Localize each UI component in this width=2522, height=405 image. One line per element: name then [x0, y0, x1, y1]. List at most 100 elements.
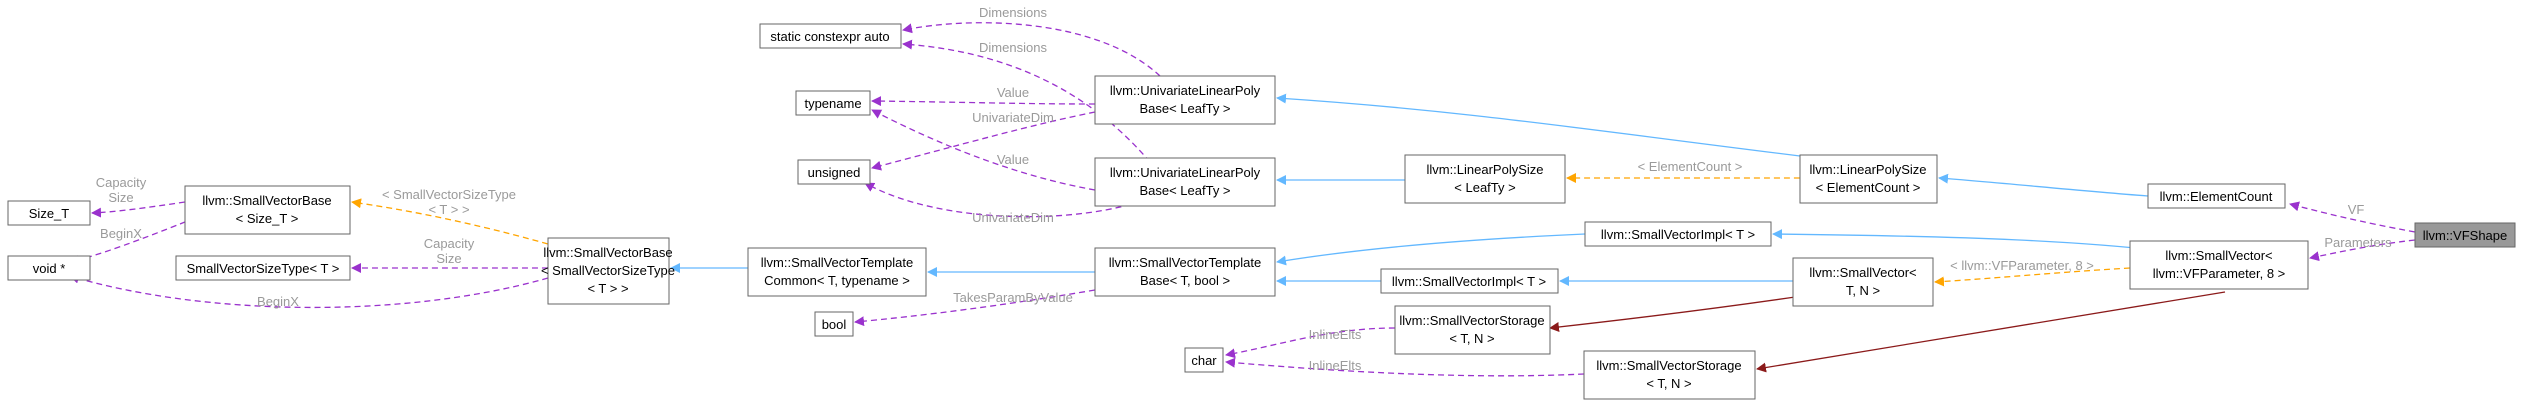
edge-label-capacity-2-line2: Size	[436, 251, 461, 266]
edge-label-vfparameter-tpl: < llvm::VFParameter, 8 >	[1950, 258, 2094, 273]
edge-label-element-count-tpl: < ElementCount >	[1638, 159, 1743, 174]
node-small-vector-base-generic-line3: < T > >	[587, 281, 628, 296]
node-small-vector-impl-mid[interactable]: llvm::SmallVectorImpl< T >	[1380, 268, 1559, 294]
edge-label-univariate-dim-2: UnivariateDim	[972, 210, 1054, 225]
node-linear-poly-size-ec-line2: < ElementCount >	[1816, 180, 1921, 195]
node-small-vector-storage-mid-line1: llvm::SmallVectorStorage	[1399, 313, 1544, 328]
edge-label-parameters: Parameters	[2324, 235, 2392, 250]
edge-label-vf: VF	[2348, 202, 2365, 217]
edge-elementcount-to-linearpolysize-ec	[1938, 173, 2149, 197]
node-small-vector-tn-line2: T, N >	[1846, 283, 1880, 298]
node-small-vector-tn[interactable]: llvm::SmallVector< T, N >	[1792, 257, 1934, 307]
node-small-vector-storage-mid[interactable]: llvm::SmallVectorStorage < T, N >	[1394, 305, 1551, 355]
edge-vf	[2289, 201, 2416, 233]
edge-label-svst-line1: < SmallVectorSizeType	[382, 187, 516, 202]
node-vfshape-label: llvm::VFShape	[2423, 228, 2508, 243]
node-size-t[interactable]: Size_T	[7, 200, 91, 226]
edge-inline-elts-2	[1225, 357, 1585, 377]
node-univariate-top[interactable]: llvm::UnivariateLinearPoly Base< LeafTy …	[1094, 75, 1276, 125]
node-small-vector-impl-right-label: llvm::SmallVectorImpl< T >	[1601, 227, 1755, 242]
edge-smallvector-vfparam-to-tn	[1934, 267, 2131, 287]
edge-label-value-2: Value	[997, 152, 1029, 167]
edge-begin-x-2	[69, 273, 549, 309]
node-small-vector-impl-right[interactable]: llvm::SmallVectorImpl< T >	[1584, 221, 1772, 247]
node-small-vector-impl-mid-label: llvm::SmallVectorImpl< T >	[1392, 274, 1546, 289]
edge-univariate-dim-2	[864, 182, 1151, 218]
node-linear-poly-size-ec[interactable]: llvm::LinearPolySize < ElementCount >	[1799, 154, 1938, 204]
node-small-vector-storage-bottom[interactable]: llvm::SmallVectorStorage < T, N >	[1583, 350, 1756, 400]
node-small-vector-template-common-line2: Common< T, typename >	[764, 273, 910, 288]
node-small-vector-storage-bottom-line2: < T, N >	[1646, 376, 1691, 391]
node-size-t-label: Size_T	[29, 206, 70, 221]
node-small-vector-base-generic-line1: llvm::SmallVectorBase	[543, 245, 672, 260]
edge-label-value-1: Value	[997, 85, 1029, 100]
node-typename-label: typename	[804, 96, 861, 111]
node-unsigned-label: unsigned	[808, 165, 861, 180]
node-univariate-bottom-line2: Base< LeafTy >	[1139, 183, 1230, 198]
edge-label-begin-x-1: BeginX	[100, 226, 142, 241]
node-small-vector-vfparam-line2: llvm::VFParameter, 8 >	[2153, 266, 2286, 281]
node-element-count[interactable]: llvm::ElementCount	[2147, 183, 2286, 209]
node-linear-poly-size-leafty-line1: llvm::LinearPolySize	[1426, 162, 1543, 177]
node-small-vector-template-base[interactable]: llvm::SmallVectorTemplate Base< T, bool …	[1094, 247, 1276, 297]
edge-smallvector-tn-to-storage-mid	[1549, 295, 1803, 332]
node-univariate-top-line2: Base< LeafTy >	[1139, 101, 1230, 116]
edge-capacity-size-1	[91, 201, 186, 218]
edge-label-capacity-2-line1: Capacity	[424, 236, 475, 251]
edge-label-svst-line2: < T > >	[428, 202, 469, 217]
node-small-vector-storage-bottom-line1: llvm::SmallVectorStorage	[1596, 358, 1741, 373]
node-linear-poly-size-leafty[interactable]: llvm::LinearPolySize < LeafTy >	[1404, 154, 1566, 204]
edge-univariate-dim-1	[871, 111, 1096, 171]
node-bool[interactable]: bool	[814, 311, 854, 337]
edge-dimensions-1	[902, 22, 1161, 77]
node-univariate-top-line1: llvm::UnivariateLinearPoly	[1110, 83, 1261, 98]
edge-label-takes-param-by-value: TakesParamByValue	[953, 290, 1073, 305]
edge-label-capacity-1-line1: Capacity	[96, 175, 147, 190]
node-unsigned[interactable]: unsigned	[797, 159, 871, 185]
node-void-ptr[interactable]: void *	[7, 255, 91, 281]
node-small-vector-vfparam-line1: llvm::SmallVector<	[2165, 248, 2272, 263]
node-small-vector-base-generic[interactable]: llvm::SmallVectorBase < SmallVectorSizeT…	[541, 237, 675, 305]
node-univariate-bottom-line1: llvm::UnivariateLinearPoly	[1110, 165, 1261, 180]
edge-label-dimensions-2: Dimensions	[979, 40, 1047, 55]
node-small-vector-base-generic-line2: < SmallVectorSizeType	[541, 263, 675, 278]
node-bool-label: bool	[822, 317, 847, 332]
edge-label-begin-x-2: BeginX	[257, 294, 299, 309]
node-univariate-bottom[interactable]: llvm::UnivariateLinearPoly Base< LeafTy …	[1094, 157, 1276, 207]
node-linear-poly-size-ec-line1: llvm::LinearPolySize	[1809, 162, 1926, 177]
edge-smallvectorbase-generic-to-size-t	[351, 198, 549, 245]
node-element-count-label: llvm::ElementCount	[2160, 189, 2273, 204]
node-char-label: char	[1191, 353, 1217, 368]
node-small-vector-template-common-line1: llvm::SmallVectorTemplate	[761, 255, 913, 270]
edge-inline-elts-1	[1225, 327, 1396, 359]
node-small-vector-base-size-t-line1: llvm::SmallVectorBase	[202, 193, 331, 208]
node-char[interactable]: char	[1184, 347, 1224, 373]
edge-linearpolysize-ec-to-univariate-top	[1276, 93, 1801, 157]
edge-label-inline-elts-1: InlineElts	[1309, 327, 1362, 342]
node-small-vector-storage-mid-line2: < T, N >	[1449, 331, 1494, 346]
node-small-vector-size-type-label: SmallVectorSizeType< T >	[187, 261, 340, 276]
edge-label-capacity-1-line2: Size	[108, 190, 133, 205]
node-linear-poly-size-leafty-line2: < LeafTy >	[1454, 180, 1515, 195]
node-small-vector-template-base-line2: Base< T, bool >	[1140, 273, 1230, 288]
node-small-vector-base-size-t-line2: < Size_T >	[236, 211, 299, 226]
edge-parameters	[2309, 239, 2416, 262]
edge-label-univariate-dim-1: UnivariateDim	[972, 110, 1054, 125]
node-vfshape[interactable]: llvm::VFShape	[2414, 222, 2516, 248]
node-void-ptr-label: void *	[33, 261, 66, 276]
node-small-vector-size-type[interactable]: SmallVectorSizeType< T >	[175, 255, 351, 281]
node-small-vector-template-common[interactable]: llvm::SmallVectorTemplate Common< T, typ…	[747, 247, 927, 297]
node-small-vector-template-base-line1: llvm::SmallVectorTemplate	[1109, 255, 1261, 270]
edge-smallvectorimpl-right-to-template-base	[1276, 233, 1586, 266]
node-static-constexpr-auto[interactable]: static constexpr auto	[759, 23, 902, 49]
node-small-vector-tn-line1: llvm::SmallVector<	[1809, 265, 1916, 280]
node-small-vector-vfparam[interactable]: llvm::SmallVector< llvm::VFParameter, 8 …	[2129, 240, 2309, 290]
edge-label-inline-elts-2: InlineElts	[1309, 358, 1362, 373]
edge-value-1	[871, 96, 1096, 107]
edge-label-dimensions-1: Dimensions	[979, 5, 1047, 20]
node-typename[interactable]: typename	[795, 90, 871, 116]
node-static-constexpr-auto-label: static constexpr auto	[770, 29, 889, 44]
edge-smallvector-vfparam-to-storage-bottom	[1756, 291, 2226, 373]
node-small-vector-base-size-t[interactable]: llvm::SmallVectorBase < Size_T >	[184, 185, 351, 235]
